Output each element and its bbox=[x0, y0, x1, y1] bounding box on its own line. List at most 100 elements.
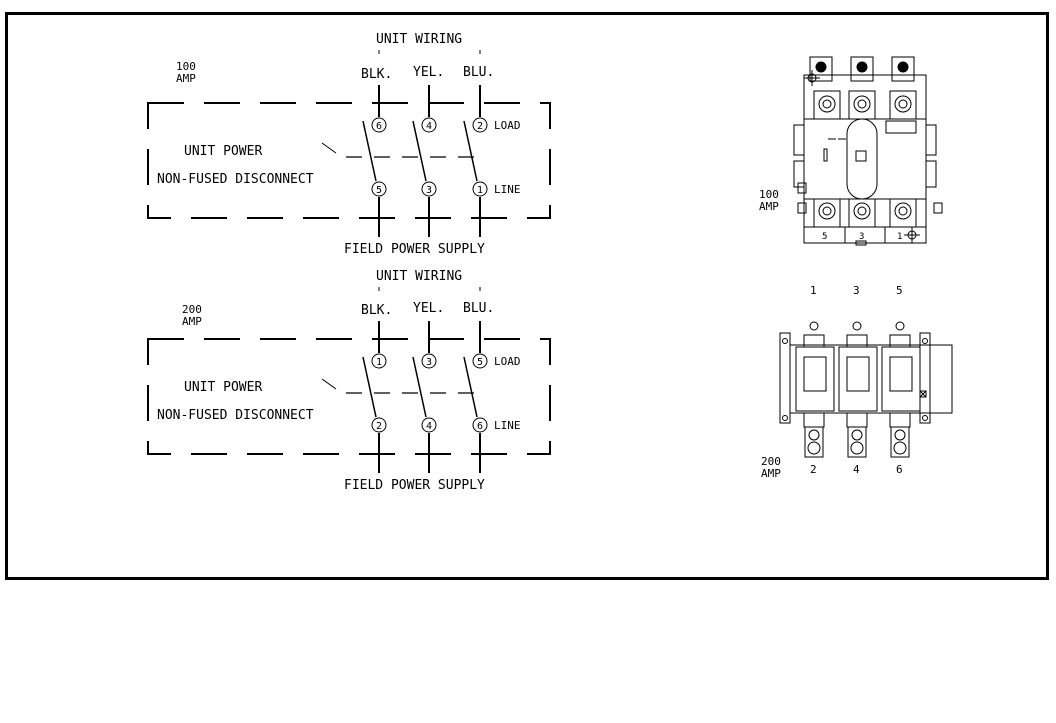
terminal-number: 3 bbox=[426, 357, 432, 368]
terminal-circle bbox=[371, 181, 387, 197]
indicator-mark bbox=[919, 390, 927, 398]
schematic-100-amp: UNIT WIRING 100 AMP BLK. YEL. BLU. 6 4 2… bbox=[147, 32, 551, 257]
indicator-icon bbox=[919, 390, 927, 398]
pole-cell bbox=[848, 90, 876, 120]
pole-cell bbox=[889, 90, 917, 120]
terminal-number: 3 bbox=[426, 185, 432, 196]
unit-wiring-header: UNIT WIRING bbox=[376, 32, 462, 47]
label-plate bbox=[885, 120, 917, 134]
device-100-amp: 5 3 1 100 AMP bbox=[759, 56, 943, 246]
mounting-bracket bbox=[919, 332, 931, 424]
terminal-screw-icon bbox=[850, 441, 864, 455]
pole-number: 6 bbox=[896, 463, 903, 476]
terminal-circle bbox=[371, 417, 387, 433]
terminal-screw-icon bbox=[856, 61, 868, 73]
pole-number: 1 bbox=[897, 232, 902, 242]
schematic-200-amp: UNIT WIRING 200 AMP BLK. YEL. BLU. 1 3 5… bbox=[147, 269, 551, 493]
bottom-tab bbox=[855, 240, 867, 246]
terminal-screw-icon bbox=[815, 61, 827, 73]
terminal-circle bbox=[421, 417, 437, 433]
unit-power-label: UNIT POWER bbox=[184, 144, 262, 159]
terminal-screw-icon bbox=[853, 95, 871, 113]
terminal-screw-icon bbox=[818, 95, 836, 113]
side-tab bbox=[933, 202, 943, 214]
terminal-lug bbox=[809, 56, 833, 82]
rating-value: 100 bbox=[759, 188, 779, 201]
pole-number: 4 bbox=[853, 463, 860, 476]
terminal-screw-icon bbox=[857, 99, 867, 109]
terminal-number: 2 bbox=[477, 121, 483, 132]
terminal-lug bbox=[804, 426, 824, 458]
terminal-circle bbox=[472, 417, 488, 433]
terminal-number: 2 bbox=[376, 421, 382, 432]
terminal-screw-icon bbox=[808, 429, 820, 441]
terminal-screw-icon bbox=[822, 206, 832, 216]
pole-window bbox=[889, 356, 913, 392]
pole-number: 5 bbox=[896, 284, 903, 297]
rating-unit: AMP bbox=[182, 315, 202, 328]
terminal-number: 6 bbox=[477, 421, 483, 432]
terminal-screw-icon bbox=[894, 202, 912, 220]
terminal-number: 5 bbox=[376, 185, 382, 196]
terminal-screw-icon bbox=[857, 206, 867, 216]
pole-module bbox=[838, 346, 878, 412]
pole-number: 1 bbox=[810, 284, 817, 297]
switch-blade bbox=[362, 120, 377, 182]
load-label: LOAD bbox=[494, 119, 521, 132]
mounting-hole bbox=[922, 415, 928, 421]
mounting-hole bbox=[782, 415, 788, 421]
terminal-lug bbox=[847, 426, 867, 458]
enclosure-outline bbox=[147, 338, 551, 455]
pole-number: 3 bbox=[859, 232, 864, 242]
mounting-hole bbox=[922, 338, 928, 344]
rating-unit: AMP bbox=[759, 200, 779, 213]
terminal-circle bbox=[472, 181, 488, 197]
unit-power-label: UNIT POWER bbox=[184, 380, 262, 395]
rating-value: 200 bbox=[761, 455, 781, 468]
disconnect-label: NON-FUSED DISCONNECT bbox=[157, 408, 314, 423]
terminal-circle bbox=[371, 353, 387, 369]
line-label: LINE bbox=[494, 183, 521, 196]
terminal-number: 4 bbox=[426, 421, 432, 432]
wiring-diagram: UNIT WIRING 100 AMP BLK. YEL. BLU. 6 4 2… bbox=[147, 32, 953, 493]
terminal-circle bbox=[472, 117, 488, 133]
wire-color-blk: BLK. bbox=[361, 303, 392, 318]
switch-blade bbox=[362, 356, 377, 418]
terminal-number: 1 bbox=[477, 185, 483, 196]
terminal-screw-icon bbox=[898, 99, 908, 109]
terminal-screw-icon bbox=[898, 206, 908, 216]
device-200-amp: 1 3 5 bbox=[761, 284, 953, 480]
mounting-bracket bbox=[779, 332, 791, 424]
terminal-tab bbox=[846, 412, 868, 428]
line-label: LINE bbox=[494, 419, 521, 432]
unit-wiring-header: UNIT WIRING bbox=[376, 269, 462, 284]
wire-color-blu: BLU. bbox=[463, 301, 494, 316]
terminal-screw-icon bbox=[853, 202, 871, 220]
side-tab bbox=[797, 182, 807, 194]
pole-cell bbox=[813, 90, 841, 120]
field-power-supply-label: FIELD POWER SUPPLY bbox=[344, 478, 485, 493]
terminal-screw-icon bbox=[897, 61, 909, 73]
terminal-screw-icon bbox=[893, 441, 907, 455]
diagram-frame: UNIT WIRING 100 AMP BLK. YEL. BLU. 6 4 2… bbox=[5, 12, 1049, 580]
terminal-circle bbox=[421, 353, 437, 369]
terminal-screw-icon bbox=[807, 441, 821, 455]
enclosure-outline bbox=[147, 102, 551, 219]
pole-number: 2 bbox=[810, 463, 817, 476]
switch-blade bbox=[463, 356, 478, 418]
terminal-lug bbox=[891, 56, 915, 82]
terminal-screw-icon bbox=[822, 99, 832, 109]
switch-blade bbox=[412, 120, 427, 182]
terminal-lug bbox=[890, 426, 910, 458]
pole-module bbox=[881, 346, 921, 412]
terminal-tab bbox=[889, 412, 911, 428]
pole-number: 3 bbox=[853, 284, 860, 297]
side-bracket bbox=[793, 160, 805, 188]
side-tab bbox=[797, 202, 807, 214]
handle-indicator bbox=[855, 150, 867, 162]
terminal-tab bbox=[803, 412, 825, 428]
terminal-screw-icon bbox=[894, 429, 906, 441]
terminal-circle bbox=[472, 353, 488, 369]
disconnect-label: NON-FUSED DISCONNECT bbox=[157, 172, 314, 187]
pole-number: 5 bbox=[822, 232, 827, 242]
